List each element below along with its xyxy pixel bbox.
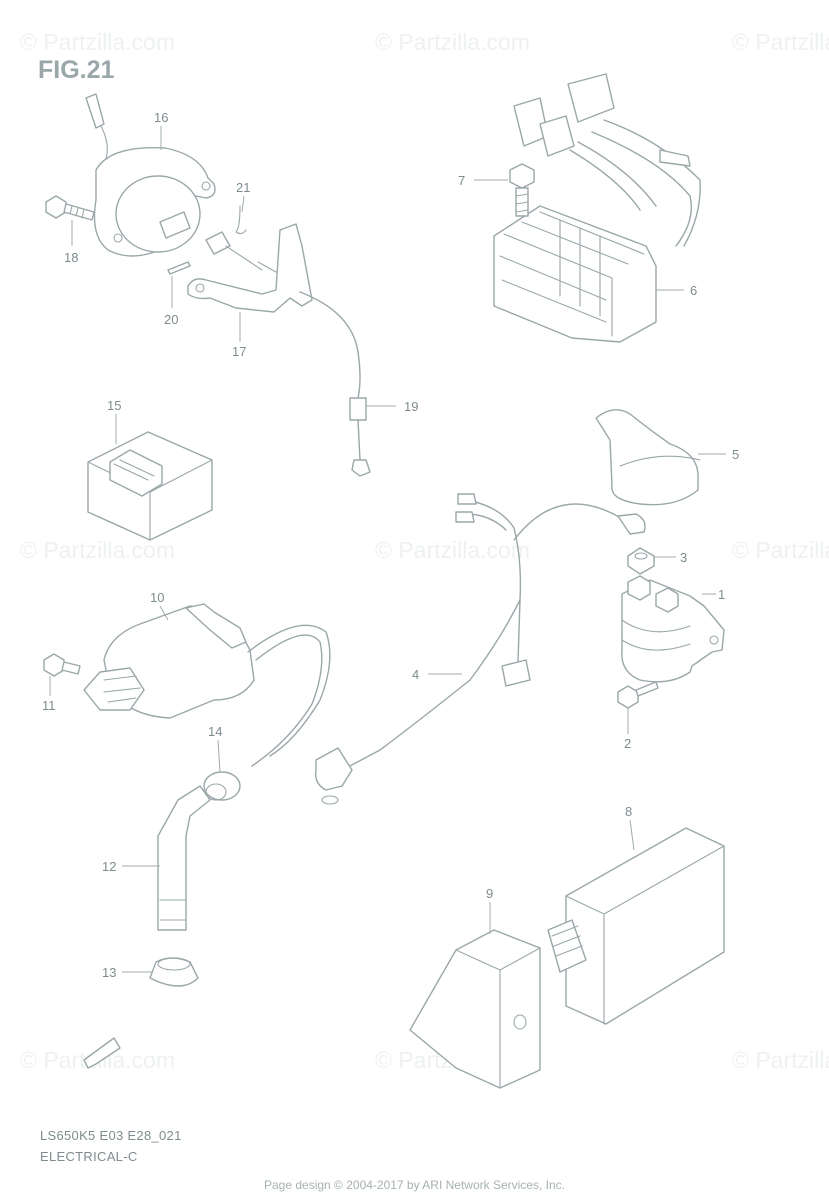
part-12-plug-cap[interactable] [157, 785, 211, 931]
part-11-screw[interactable] [43, 653, 81, 677]
page-footer: Page design © 2004-2017 by ARI Network S… [263, 1178, 565, 1192]
callout-12[interactable]: 12 [102, 859, 116, 874]
part-9-bracket[interactable] [409, 929, 541, 1089]
callout-5[interactable]: 5 [732, 447, 739, 462]
callout-2[interactable]: 2 [624, 736, 631, 751]
watermark: © Partzilla.com [375, 29, 530, 55]
part-18-bolt[interactable] [45, 195, 95, 221]
callout-16[interactable]: 16 [154, 110, 168, 125]
watermark-layer: © Partzilla.com © Partzilla.com © Partzi… [20, 29, 829, 1073]
part-3-nut[interactable] [627, 547, 655, 575]
figure-label: FIG.21 [38, 56, 115, 84]
part-17-bracket[interactable] [187, 223, 313, 313]
callout-3[interactable]: 3 [680, 550, 687, 565]
callout-17[interactable]: 17 [232, 344, 246, 359]
callout-4[interactable]: 4 [412, 667, 419, 682]
watermark: © Partzilla.com [20, 29, 175, 55]
front-arrow-icon [83, 1037, 121, 1069]
callout-20[interactable]: 20 [164, 312, 178, 327]
callout-13[interactable]: 13 [102, 965, 116, 980]
callout-6[interactable]: 6 [690, 283, 697, 298]
callout-15[interactable]: 15 [107, 398, 121, 413]
watermark: © Partzilla.com [732, 29, 829, 55]
part-20-pin[interactable] [167, 261, 191, 275]
callout-14[interactable]: 14 [208, 724, 222, 739]
watermark: © Partzilla.com [732, 537, 829, 563]
diagram-section: ELECTRICAL-C [40, 1149, 138, 1164]
leader-lines [49, 126, 726, 973]
callout-7[interactable]: 7 [458, 173, 465, 188]
part-2-screw[interactable] [617, 681, 659, 709]
part-8-control-unit[interactable] [547, 827, 725, 1025]
callout-1[interactable]: 1 [718, 587, 725, 602]
part-21-clip[interactable] [235, 205, 247, 235]
watermark: © Partzilla.com [375, 537, 530, 563]
callout-21[interactable]: 21 [236, 180, 250, 195]
watermark: © Partzilla.com [20, 537, 175, 563]
part-1-starter-relay[interactable] [621, 575, 725, 683]
diagram-code: LS650K5 E03 E28_021 [40, 1128, 182, 1143]
part-15-relay[interactable] [87, 431, 213, 541]
part-7-bolt[interactable] [509, 163, 535, 217]
callout-11[interactable]: 11 [42, 698, 56, 713]
callout-8[interactable]: 8 [625, 804, 632, 819]
callout-numbers: 16 21 18 20 17 19 7 6 15 5 3 1 2 4 10 11… [42, 110, 739, 980]
watermark: © Partzilla.com [732, 1047, 829, 1073]
part-16-horn[interactable] [85, 93, 216, 257]
callout-18[interactable]: 18 [64, 250, 78, 265]
part-6-regulator[interactable] [493, 73, 701, 343]
part-19-cable[interactable] [299, 291, 371, 477]
callout-9[interactable]: 9 [486, 886, 493, 901]
part-10-ignition-coil[interactable] [83, 603, 331, 767]
part-4-wiring[interactable] [315, 493, 646, 805]
part-14-grommet[interactable] [203, 771, 241, 801]
part-5-cover[interactable] [595, 409, 701, 506]
part-13-cap-seal[interactable] [149, 957, 199, 987]
callout-10[interactable]: 10 [150, 590, 164, 605]
callout-19[interactable]: 19 [404, 399, 418, 414]
